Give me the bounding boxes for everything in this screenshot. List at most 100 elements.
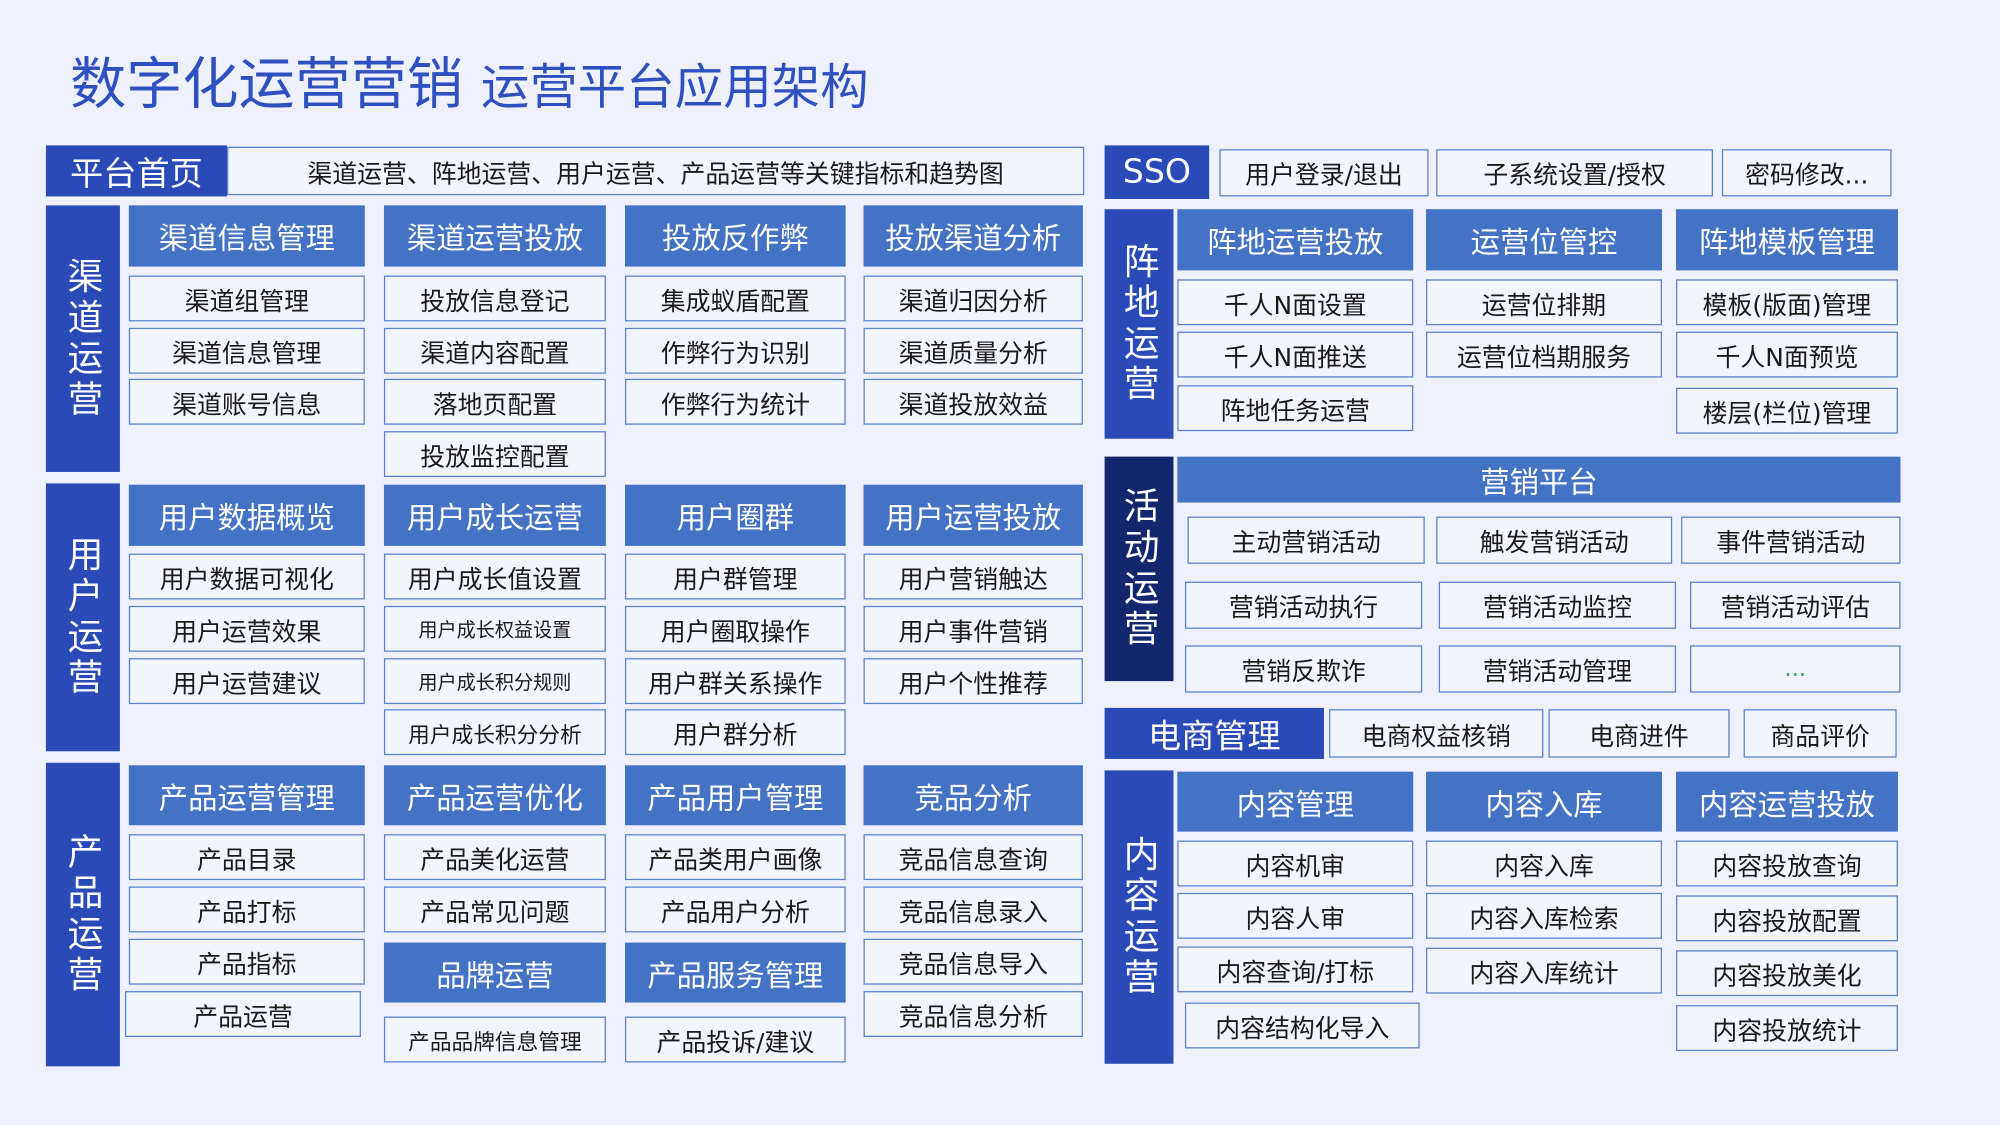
module-item: 千人N面预览: [1676, 331, 1898, 378]
activity-item: 事件营销活动: [1681, 516, 1901, 564]
module-item: 投放信息登记: [383, 275, 606, 322]
module-item: 产品品牌信息管理: [383, 1016, 606, 1063]
module-item: 产品目录: [128, 834, 365, 881]
module-item: 模板(版面)管理: [1676, 279, 1898, 326]
module-item: 产品用户分析: [624, 886, 846, 933]
module-item: 用户成长积分规则: [383, 658, 606, 705]
module-item: 用户运营效果: [128, 605, 365, 652]
module-item: 内容查询/打标: [1177, 946, 1414, 993]
module-item: 千人N面推送: [1177, 331, 1414, 378]
module-header: 品牌运营: [383, 942, 606, 1003]
section-label: 活动运营: [1104, 456, 1174, 682]
ecommerce-label: 电商管理: [1104, 707, 1324, 759]
module-header: 内容运营投放: [1676, 771, 1898, 832]
module-item: 竞品信息录入: [863, 886, 1083, 933]
module-item: 产品运营: [124, 991, 361, 1037]
module-header: 用户运营投放: [863, 484, 1083, 546]
module-item: 渠道内容配置: [383, 327, 606, 374]
module-item: 作弊行为识别: [624, 327, 846, 374]
section-label: 用户运营: [45, 483, 120, 752]
module-item: 内容人审: [1177, 892, 1414, 939]
module-item: 用户圈取操作: [624, 605, 846, 652]
ecommerce-item: 电商进件: [1548, 709, 1730, 758]
sso-item: 子系统设置/授权: [1436, 149, 1714, 197]
module-item: 用户群分析: [624, 709, 846, 756]
module-item: 内容入库统计: [1426, 947, 1662, 994]
module-item: 渠道投放效益: [863, 378, 1083, 425]
activity-item: 营销反欺诈: [1184, 645, 1423, 693]
activity-item: 营销活动监控: [1438, 581, 1677, 629]
module-header: 用户成长运营: [383, 484, 606, 546]
module-item: 渠道归因分析: [863, 275, 1083, 322]
ecommerce-item: 电商权益核销: [1329, 709, 1544, 758]
module-header: 产品用户管理: [624, 765, 846, 826]
module-header: 渠道运营投放: [383, 205, 606, 267]
platform-header: 营销平台: [1177, 456, 1901, 503]
module-item: 用户营销触达: [863, 553, 1083, 600]
module-item: 内容入库检索: [1426, 892, 1662, 939]
module-item: 产品美化运营: [383, 834, 606, 881]
module-item: 楼层(栏位)管理: [1676, 387, 1898, 434]
module-item: 内容结构化导入: [1184, 1002, 1420, 1049]
module-item: 用户事件营销: [863, 605, 1083, 652]
module-item: 渠道质量分析: [863, 327, 1083, 374]
module-header: 运营位管控: [1426, 209, 1662, 271]
module-item: 用户个性推荐: [863, 658, 1083, 705]
activity-item: 营销活动评估: [1690, 581, 1901, 629]
title-sub: 运营平台应用架构: [480, 58, 869, 115]
module-item: 内容投放查询: [1676, 840, 1898, 887]
module-item: 运营位排期: [1426, 279, 1662, 326]
activity-item: 主动营销活动: [1187, 516, 1425, 564]
module-header: 产品服务管理: [624, 942, 846, 1003]
module-header: 内容管理: [1177, 771, 1414, 832]
module-item: 阵地任务运营: [1177, 385, 1414, 432]
section-label: 阵地运营: [1104, 209, 1174, 439]
homepage-label: 平台首页: [45, 145, 228, 197]
activity-item: 营销活动执行: [1184, 581, 1423, 629]
module-item: 渠道信息管理: [128, 327, 365, 374]
page-title: 数字化运营营销运营平台应用架构: [70, 38, 868, 120]
module-item: 内容投放统计: [1676, 1005, 1898, 1052]
module-item: 内容入库: [1426, 840, 1662, 887]
activity-item: ...: [1690, 645, 1901, 693]
module-item: 用户群管理: [624, 553, 846, 600]
module-item: 千人N面设置: [1177, 279, 1414, 326]
module-item: 用户成长值设置: [383, 553, 606, 600]
activity-item: 触发营销活动: [1436, 516, 1673, 564]
section-label: 产品运营: [45, 762, 120, 1067]
module-header: 用户圈群: [624, 484, 846, 546]
module-item: 内容机审: [1177, 840, 1414, 887]
section-label: 渠道运营: [45, 205, 120, 472]
module-header: 产品运营优化: [383, 765, 606, 826]
module-item: 集成蚁盾配置: [624, 275, 846, 322]
module-header: 投放渠道分析: [863, 205, 1083, 267]
module-item: 渠道账号信息: [128, 378, 365, 425]
sso-label: SSO: [1104, 145, 1210, 199]
module-header: 竞品分析: [863, 765, 1083, 826]
module-item: 内容投放配置: [1676, 895, 1898, 942]
module-item: 内容投放美化: [1676, 950, 1898, 997]
ecommerce-item: 商品评价: [1743, 709, 1897, 758]
module-item: 落地页配置: [383, 378, 606, 425]
module-item: 用户成长权益设置: [383, 605, 606, 652]
homepage-description: 渠道运营、阵地运营、用户运营、产品运营等关键指标和趋势图: [227, 146, 1085, 196]
module-item: 投放监控配置: [383, 431, 606, 478]
module-item: 用户数据可视化: [128, 553, 365, 600]
module-item: 竞品信息导入: [863, 938, 1083, 985]
module-item: 产品打标: [128, 886, 365, 933]
module-header: 渠道信息管理: [128, 205, 365, 267]
module-header: 投放反作弊: [624, 205, 846, 267]
module-item: 产品类用户画像: [624, 834, 846, 881]
module-item: 渠道组管理: [128, 275, 365, 322]
module-item: 产品投诉/建议: [624, 1016, 846, 1063]
section-label: 内容运营: [1104, 770, 1174, 1064]
activity-item: 营销活动管理: [1438, 645, 1677, 693]
module-item: 运营位档期服务: [1426, 331, 1662, 378]
sso-item: 密码修改...: [1721, 149, 1892, 197]
module-item: 产品指标: [128, 938, 365, 985]
module-header: 阵地运营投放: [1177, 209, 1414, 271]
module-item: 产品常见问题: [383, 886, 606, 933]
module-item: 用户群关系操作: [624, 658, 846, 705]
module-header: 用户数据概览: [128, 484, 365, 546]
